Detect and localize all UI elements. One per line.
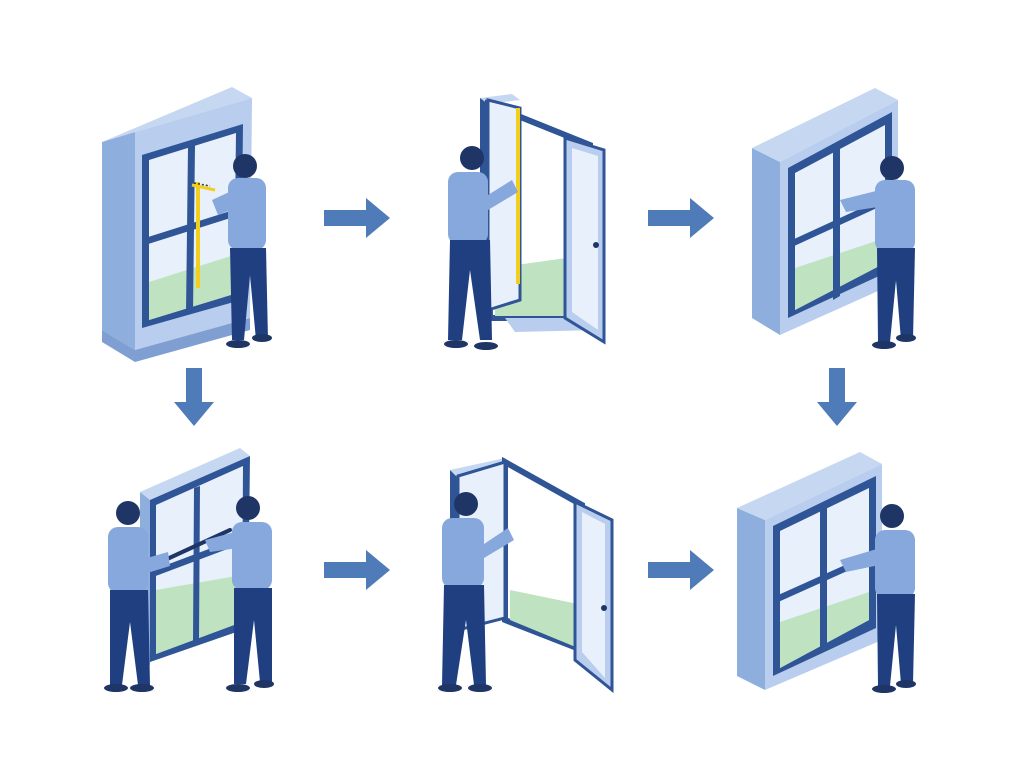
step-5-casement-alignment bbox=[438, 456, 614, 694]
window-unit bbox=[480, 94, 606, 345]
pry-bar-icon bbox=[163, 528, 232, 562]
arrow-step2-to-step3 bbox=[648, 198, 714, 238]
window-unit bbox=[737, 452, 882, 690]
worker-figure-left bbox=[104, 501, 170, 692]
tape-measure-icon bbox=[191, 182, 216, 288]
arrow-step1-to-step4 bbox=[174, 368, 214, 426]
worker-figure-right bbox=[205, 496, 274, 692]
arrow-step1-to-step2 bbox=[324, 198, 390, 238]
step-2-open-casement bbox=[444, 94, 606, 350]
step-4-two-person-adjustment bbox=[104, 448, 274, 692]
arrow-step3-to-step6 bbox=[817, 368, 857, 426]
arrow-step4-to-step5 bbox=[324, 550, 390, 590]
window-unit bbox=[140, 448, 250, 665]
worker-figure bbox=[444, 146, 518, 350]
worker-figure bbox=[438, 492, 514, 692]
step-6-finished-window bbox=[737, 452, 916, 693]
worker-figure bbox=[840, 156, 916, 349]
window-unit bbox=[102, 87, 252, 362]
tape-measure-icon bbox=[516, 108, 520, 284]
worker-figure bbox=[212, 154, 272, 348]
window-unit bbox=[752, 88, 898, 335]
step-3-secure-sash bbox=[752, 88, 916, 349]
worker-figure bbox=[840, 504, 916, 693]
step-1-measure-window bbox=[102, 87, 272, 362]
arrow-step5-to-step6 bbox=[648, 550, 714, 590]
